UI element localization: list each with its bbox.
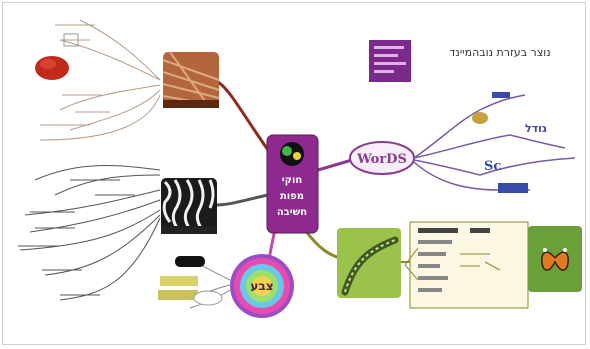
caterpillar-photo	[337, 228, 401, 298]
zebra-stripes-icon	[161, 178, 217, 234]
words-label: WorDS	[356, 152, 407, 167]
cube-icon	[63, 33, 79, 47]
page-title: נוצר בעזרת נובהמיינד	[449, 46, 550, 59]
words-node: WorDS	[349, 141, 415, 175]
wood-subtree	[39, 19, 161, 141]
branch-wood	[217, 80, 270, 151]
butterfly-diagram	[404, 221, 529, 309]
branch-zebra	[215, 193, 269, 207]
butterfly-photo	[528, 226, 582, 292]
branch-caterpillar	[303, 229, 341, 260]
central-line-2: מפות	[280, 191, 304, 202]
size-label: גודל	[525, 122, 547, 135]
case-label: Sc	[484, 159, 501, 174]
words-subtree	[413, 94, 576, 191]
color-node-label: צבע	[250, 279, 273, 293]
central-node: חוקי מפות חשיבה	[266, 134, 319, 234]
central-line-1: חוקי	[282, 175, 303, 186]
color-wheel-icon: צבע	[230, 254, 294, 318]
color-subtree	[158, 256, 231, 309]
branch-words	[317, 158, 353, 172]
wood-texture-icon	[162, 51, 220, 109]
bee-icon	[472, 92, 510, 124]
central-line-3: חשיבה	[277, 207, 307, 218]
zebra-subtree	[18, 165, 161, 301]
novamind-logo	[369, 40, 411, 82]
words-leaf-box	[498, 183, 528, 193]
gears-head-icon	[280, 142, 304, 166]
